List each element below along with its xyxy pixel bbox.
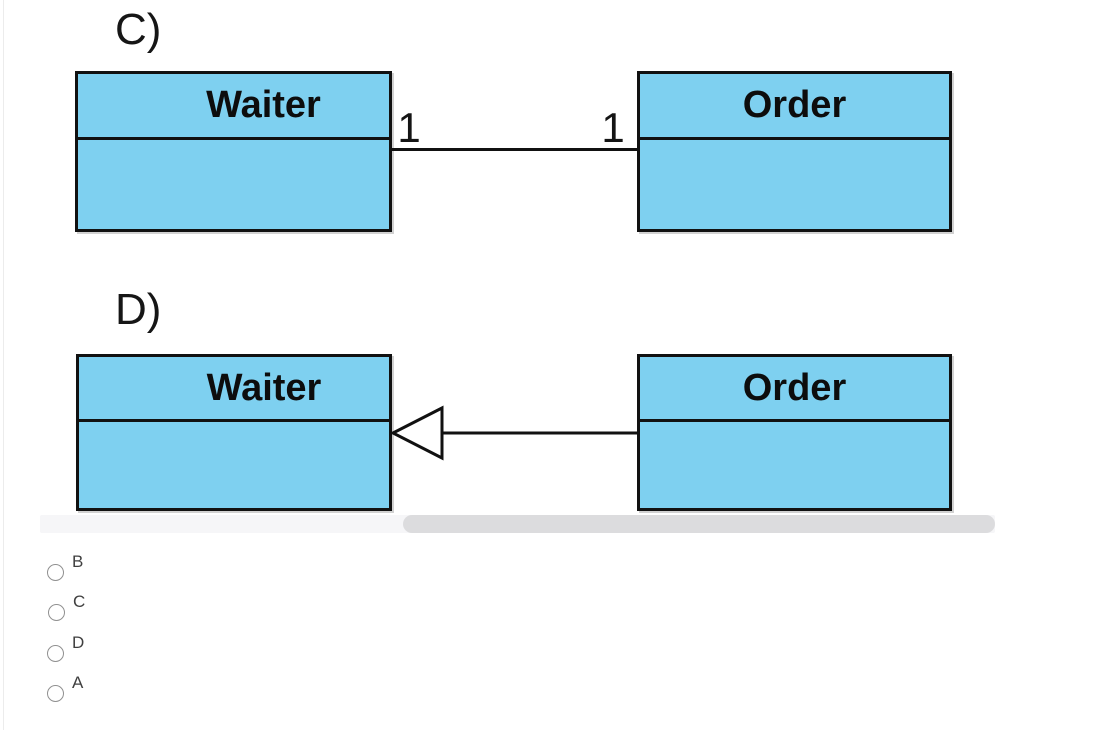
- radio-answer-d[interactable]: [47, 645, 64, 662]
- uml-class-name: Order: [640, 74, 949, 140]
- radio-answer-a-label[interactable]: A: [72, 673, 84, 692]
- radio-answer-a[interactable]: [47, 685, 64, 702]
- uml-class-name: Waiter: [79, 357, 389, 422]
- uml-class-name: Order: [640, 357, 949, 422]
- multiplicity-left: 1: [397, 104, 421, 151]
- option-c-label: C): [115, 5, 162, 54]
- uml-class-order-c: Order: [637, 71, 952, 232]
- generalization-arrow: [390, 405, 640, 461]
- association-line: [392, 148, 637, 151]
- option-d-label: D): [115, 285, 162, 334]
- uml-class-name: Waiter: [78, 74, 389, 140]
- uml-class-waiter-c: Waiter: [75, 71, 392, 232]
- radio-answer-c[interactable]: [48, 604, 65, 621]
- uml-class-order-d: Order: [637, 354, 952, 511]
- content-left-border: [3, 0, 4, 730]
- radio-answer-b[interactable]: [47, 564, 64, 581]
- uml-class-attributes-compartment: [78, 140, 389, 229]
- uml-class-attributes-compartment: [79, 422, 389, 508]
- radio-answer-c-label[interactable]: C: [73, 592, 86, 611]
- radio-answer-b-label[interactable]: B: [72, 552, 84, 571]
- horizontal-scrollbar-thumb[interactable]: [403, 515, 995, 533]
- uml-class-attributes-compartment: [640, 422, 949, 508]
- multiplicity-right: 1: [601, 104, 625, 151]
- uml-class-attributes-compartment: [640, 140, 949, 229]
- uml-class-waiter-d: Waiter: [76, 354, 392, 511]
- radio-answer-d-label[interactable]: D: [72, 633, 85, 652]
